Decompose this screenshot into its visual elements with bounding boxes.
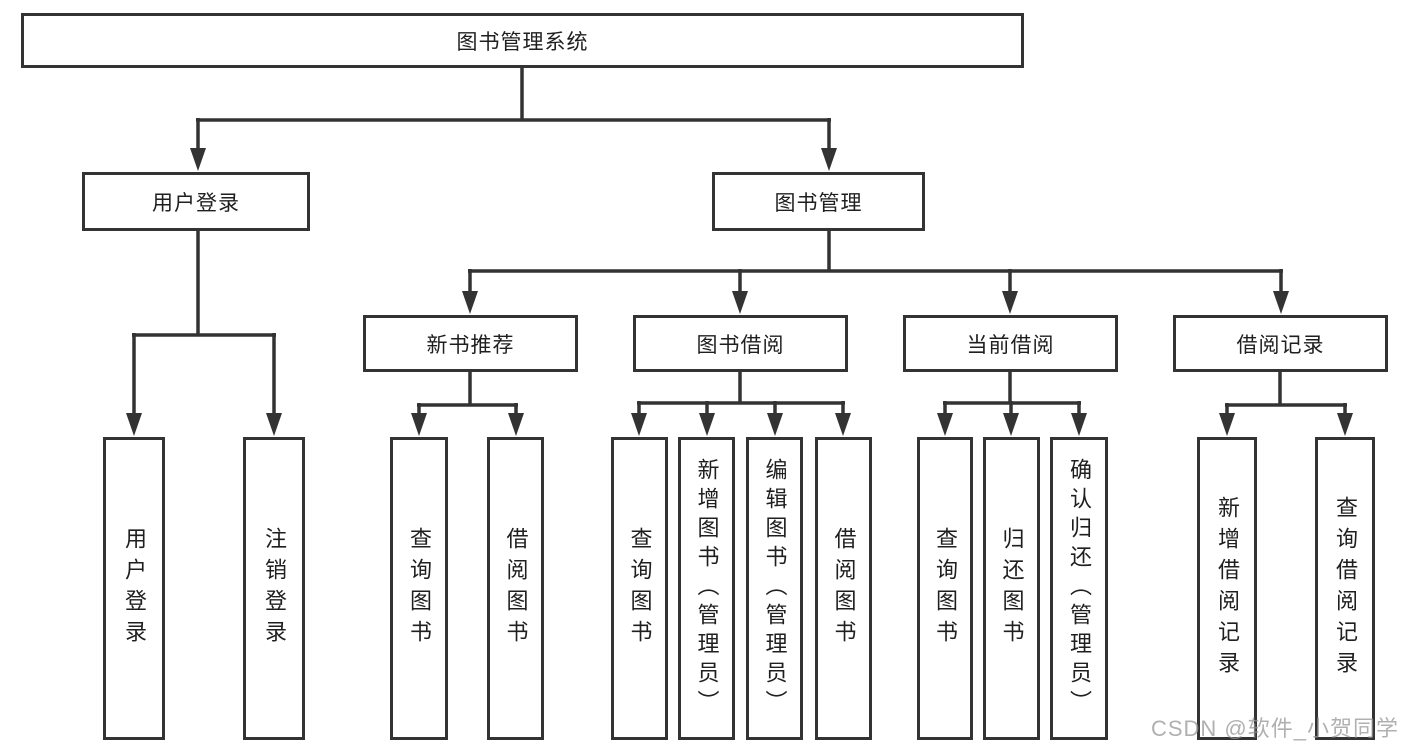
leaf-user-login: 用户登录 (103, 437, 165, 740)
leaf-logout: 注销登录 (243, 437, 305, 740)
leaf-borrow-books-2-label: 借阅图书 (831, 526, 857, 651)
leaf-logout-label: 注销登录 (262, 526, 287, 651)
leaf-user-login-label: 用户登录 (122, 526, 147, 651)
leaf-confirm-return-admin: 确认归还（管理员） (1050, 437, 1108, 740)
leaf-return-books: 归还图书 (983, 437, 1040, 740)
leaf-add-books-admin: 新增图书（管理员） (678, 437, 735, 740)
leaf-query-books-3: 查询图书 (917, 437, 973, 740)
leaf-edit-books-admin: 编辑图书（管理员） (746, 437, 803, 740)
node-user-login-label: 用户登录 (152, 191, 240, 215)
node-library-system-label: 图书管理系统 (456, 30, 589, 54)
leaf-query-books-2-label: 查询图书 (627, 526, 653, 651)
leaf-query-borrow-record: 查询借阅记录 (1315, 437, 1375, 740)
node-book-borrowing-label: 图书借阅 (696, 333, 785, 357)
leaf-query-books-2: 查询图书 (611, 437, 668, 740)
leaf-return-books-label: 归还图书 (999, 526, 1025, 651)
node-new-book-recommend: 新书推荐 (363, 315, 578, 372)
node-borrowing-records-label: 借阅记录 (1236, 333, 1325, 357)
node-book-management-label: 图书管理 (774, 191, 863, 215)
node-current-borrowing-label: 当前借阅 (966, 333, 1055, 357)
leaf-borrow-books-2: 借阅图书 (815, 437, 872, 740)
node-current-borrowing: 当前借阅 (903, 315, 1118, 372)
leaf-add-books-admin-label: 新增图书（管理员） (694, 458, 720, 719)
arrowheads (126, 148, 1353, 436)
node-book-management: 图书管理 (712, 172, 925, 231)
leaf-add-borrow-record-label: 新增借阅记录 (1215, 495, 1240, 682)
leaf-confirm-return-admin-label: 确认归还（管理员） (1067, 458, 1092, 719)
leaf-borrow-books-1-label: 借阅图书 (503, 526, 529, 651)
node-borrowing-records: 借阅记录 (1173, 315, 1388, 372)
csdn-watermark: CSDN @软件_小贺同学 (1150, 716, 1399, 741)
node-book-borrowing: 图书借阅 (633, 315, 848, 372)
leaf-query-books-3-label: 查询图书 (933, 526, 958, 651)
node-new-book-recommend-label: 新书推荐 (426, 333, 515, 357)
node-library-system: 图书管理系统 (21, 13, 1024, 68)
node-user-login: 用户登录 (82, 172, 310, 231)
leaf-query-books-1: 查询图书 (390, 437, 448, 740)
leaf-borrow-books-1: 借阅图书 (487, 437, 544, 740)
leaf-edit-books-admin-label: 编辑图书（管理员） (762, 458, 788, 719)
leaf-query-borrow-record-label: 查询借阅记录 (1333, 495, 1358, 682)
leaf-add-borrow-record: 新增借阅记录 (1197, 437, 1257, 740)
leaf-query-books-1-label: 查询图书 (407, 526, 432, 651)
